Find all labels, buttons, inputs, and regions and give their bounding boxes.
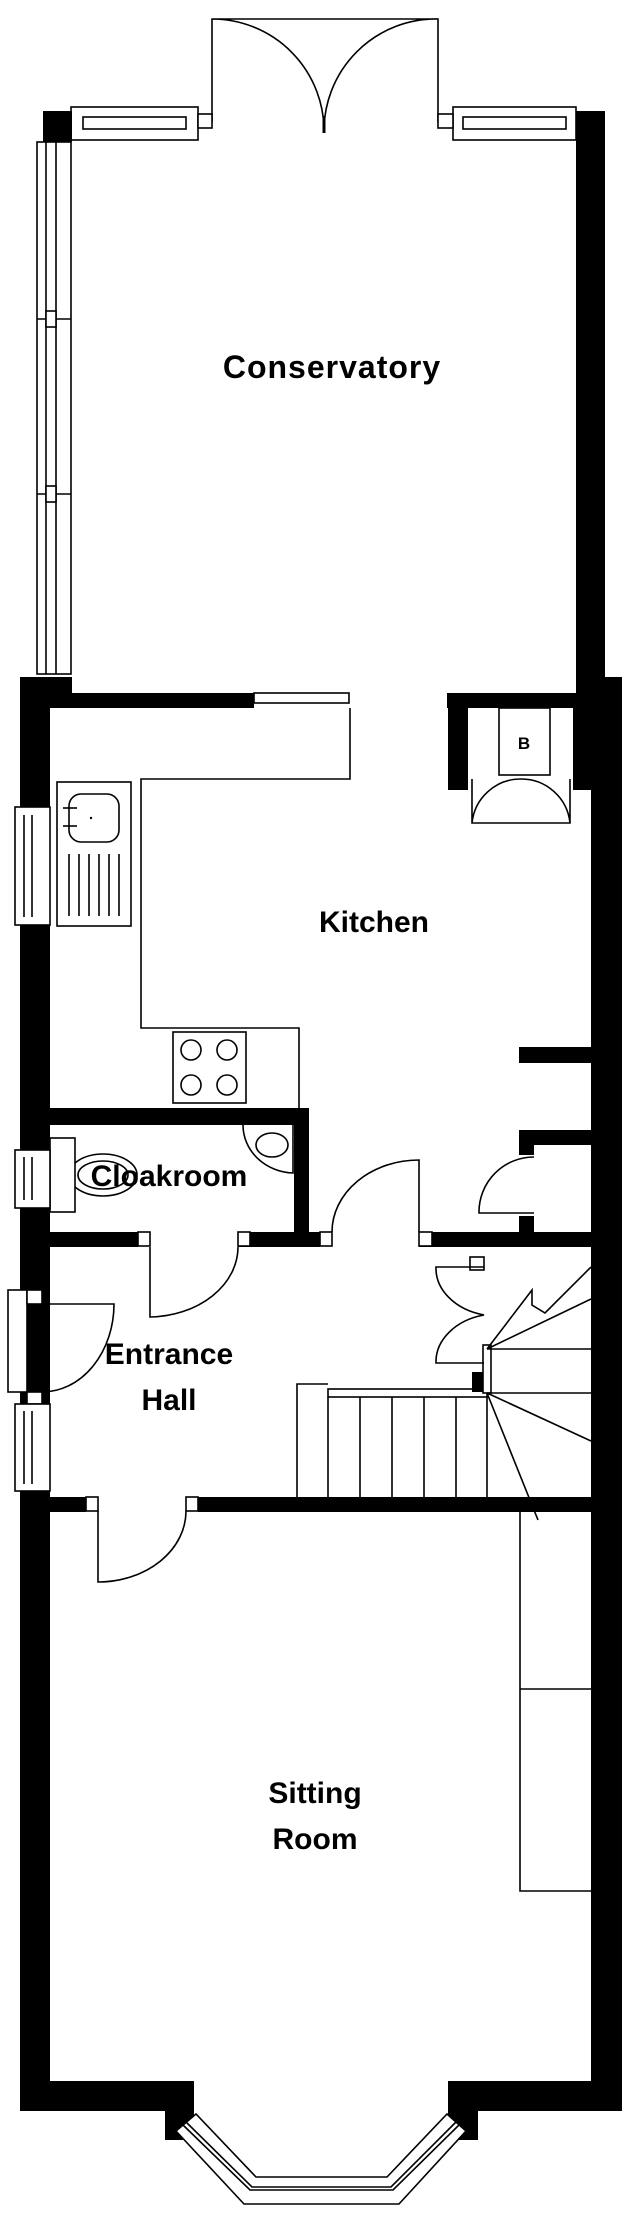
kitchen-door-icon xyxy=(331,1159,420,1233)
chimney-breast xyxy=(519,1511,591,1892)
room-label-hall: Hall xyxy=(141,1384,196,1417)
room-label-kitchen: Kitchen xyxy=(319,906,429,939)
window-kitchen xyxy=(14,806,51,926)
window-top-right xyxy=(437,106,577,141)
sitting-room: Sitting Room xyxy=(20,1511,622,2205)
front-door xyxy=(7,1289,115,1405)
cupboard-doors-icon xyxy=(471,778,571,824)
cloakroom: Cloakroom xyxy=(14,1108,309,1247)
sink-icon xyxy=(56,781,132,927)
cloakroom-door-icon xyxy=(149,1246,239,1318)
cupboard-door-icon xyxy=(478,1156,535,1214)
room-label-conservatory: Conservatory xyxy=(223,349,441,385)
bay-window xyxy=(174,2112,468,2205)
under-stairs-door-icon xyxy=(435,1266,485,1364)
staircase xyxy=(296,1256,592,1521)
hall-top-wall xyxy=(50,1159,591,1318)
worktop xyxy=(140,708,351,1108)
room-label-sitting: Sitting xyxy=(268,1777,361,1810)
basin-icon xyxy=(242,1124,294,1174)
french-doors-icon xyxy=(211,18,439,134)
boiler-cupboard: B xyxy=(448,693,591,824)
room-label-cloakroom: Cloakroom xyxy=(91,1160,248,1193)
room-label-entrance: Entrance xyxy=(105,1338,233,1371)
hall-bottom-wall xyxy=(50,1496,591,1583)
hob-icon xyxy=(172,1031,247,1104)
room-label-room: Room xyxy=(273,1823,358,1856)
conservatory: Conservatory xyxy=(36,18,605,677)
kitchen: B Kitchen xyxy=(14,692,591,1236)
window-cloakroom xyxy=(14,1149,51,1209)
sitting-room-door-icon xyxy=(97,1510,187,1583)
window-left-side xyxy=(36,141,72,675)
window-hall xyxy=(14,1403,51,1492)
window-top-left xyxy=(70,106,213,141)
entrance-hall: Entrance Hall xyxy=(7,1256,592,1521)
boiler-label: B xyxy=(518,734,530,753)
